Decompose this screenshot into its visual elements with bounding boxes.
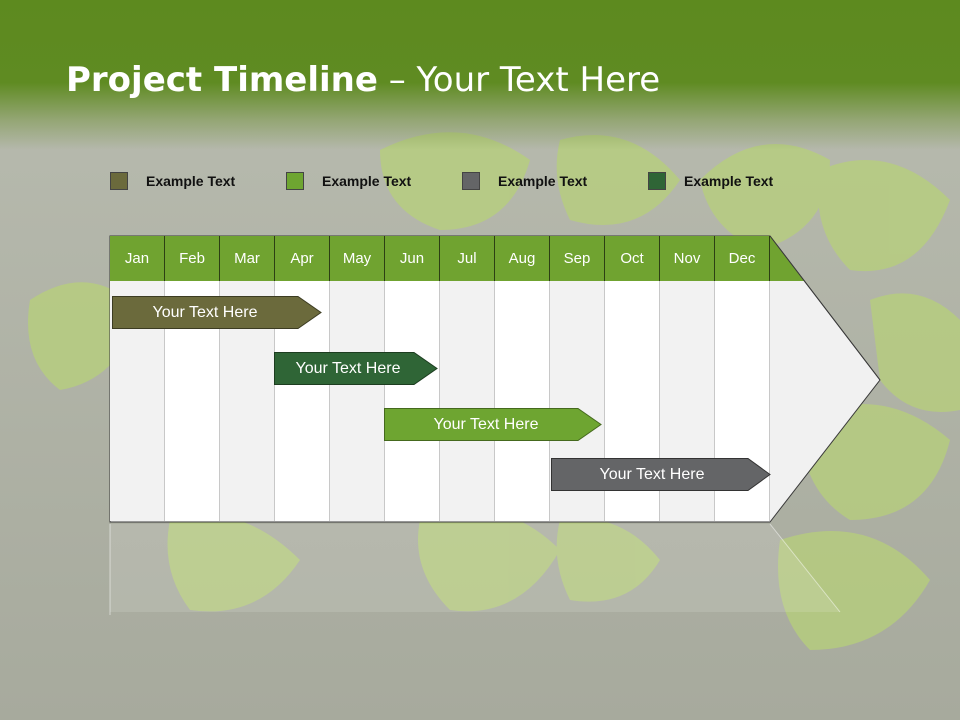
legend-item: Example Text bbox=[462, 170, 587, 192]
task-arrow-shape bbox=[551, 458, 771, 491]
month-column bbox=[385, 281, 440, 521]
task-label: Your Text Here bbox=[152, 303, 258, 321]
legend-swatch bbox=[648, 172, 666, 190]
legend-swatch bbox=[286, 172, 304, 190]
month-header-jun: Jun bbox=[385, 236, 440, 281]
task-bar-2[interactable]: Your Text Here bbox=[274, 352, 438, 385]
month-header-jul: Jul bbox=[440, 236, 495, 281]
task-bar-3[interactable]: Your Text Here bbox=[384, 408, 602, 441]
page-title: Project Timeline – Your Text Here bbox=[66, 60, 660, 100]
month-column bbox=[440, 281, 495, 521]
month-header-mar: Mar bbox=[220, 236, 275, 281]
task-arrow-shape bbox=[274, 352, 438, 385]
legend-item: Example Text bbox=[110, 170, 235, 192]
month-header-feb: Feb bbox=[165, 236, 220, 281]
task-arrow-shape bbox=[384, 408, 602, 441]
legend-item: Example Text bbox=[286, 170, 411, 192]
legend-swatch bbox=[110, 172, 128, 190]
legend-label: Example Text bbox=[322, 173, 412, 189]
task-label: Your Text Here bbox=[295, 359, 401, 377]
legend-label: Example Text bbox=[684, 173, 774, 189]
title-rest: – Your Text Here bbox=[377, 60, 661, 100]
task-bar-1[interactable]: Your Text Here bbox=[112, 296, 322, 329]
title-bar bbox=[0, 0, 960, 150]
month-header-sep: Sep bbox=[550, 236, 605, 281]
task-label: Your Text Here bbox=[599, 465, 705, 483]
month-header-jan: Jan bbox=[110, 236, 165, 281]
task-bar-4[interactable]: Your Text Here bbox=[551, 458, 771, 491]
month-header-apr: Apr bbox=[275, 236, 330, 281]
task-label: Your Text Here bbox=[433, 415, 539, 433]
legend-label: Example Text bbox=[498, 173, 588, 189]
month-header-may: May bbox=[330, 236, 385, 281]
month-header-oct: Oct bbox=[605, 236, 660, 281]
month-column bbox=[330, 281, 385, 521]
month-header-dec: Dec bbox=[715, 236, 770, 281]
legend-item: Example Text bbox=[648, 170, 773, 192]
title-bold: Project Timeline bbox=[66, 60, 378, 100]
month-header-aug: Aug bbox=[495, 236, 550, 281]
month-header-nov: Nov bbox=[660, 236, 715, 281]
legend-swatch bbox=[462, 172, 480, 190]
legend-label: Example Text bbox=[146, 173, 236, 189]
task-arrow-shape bbox=[112, 296, 322, 329]
month-column bbox=[495, 281, 550, 521]
